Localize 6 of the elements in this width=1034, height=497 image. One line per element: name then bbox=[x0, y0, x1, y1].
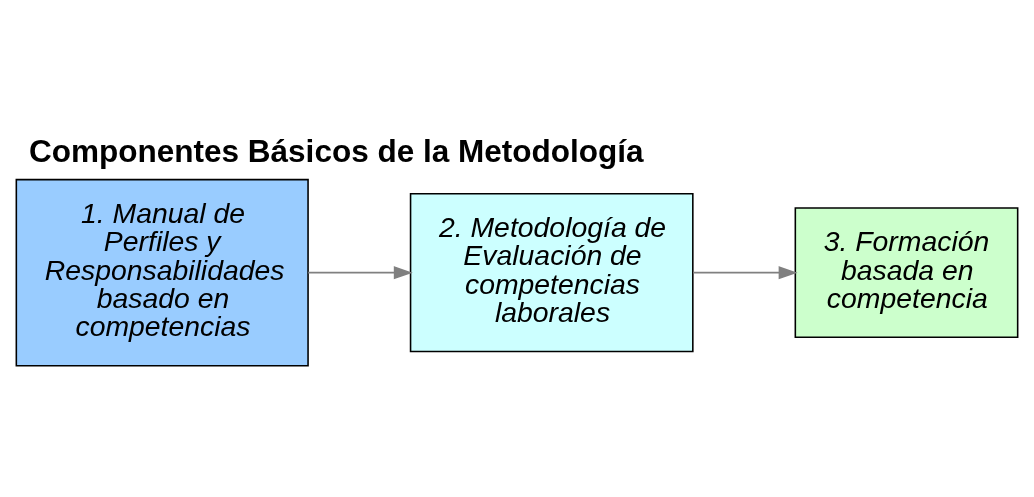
node-box: 3. Formación basada en competencia bbox=[794, 206, 1019, 338]
node-box: 1. Manual de Perfiles y Responsabilidades basado en competencias bbox=[15, 178, 309, 366]
node-box: 2. Metodología de Evaluación de competencias laborales bbox=[409, 192, 694, 352]
arrow bbox=[692, 265, 798, 279]
arrow bbox=[307, 265, 413, 279]
diagram-title: Componentes Básicos de la Metodología bbox=[28, 132, 644, 169]
